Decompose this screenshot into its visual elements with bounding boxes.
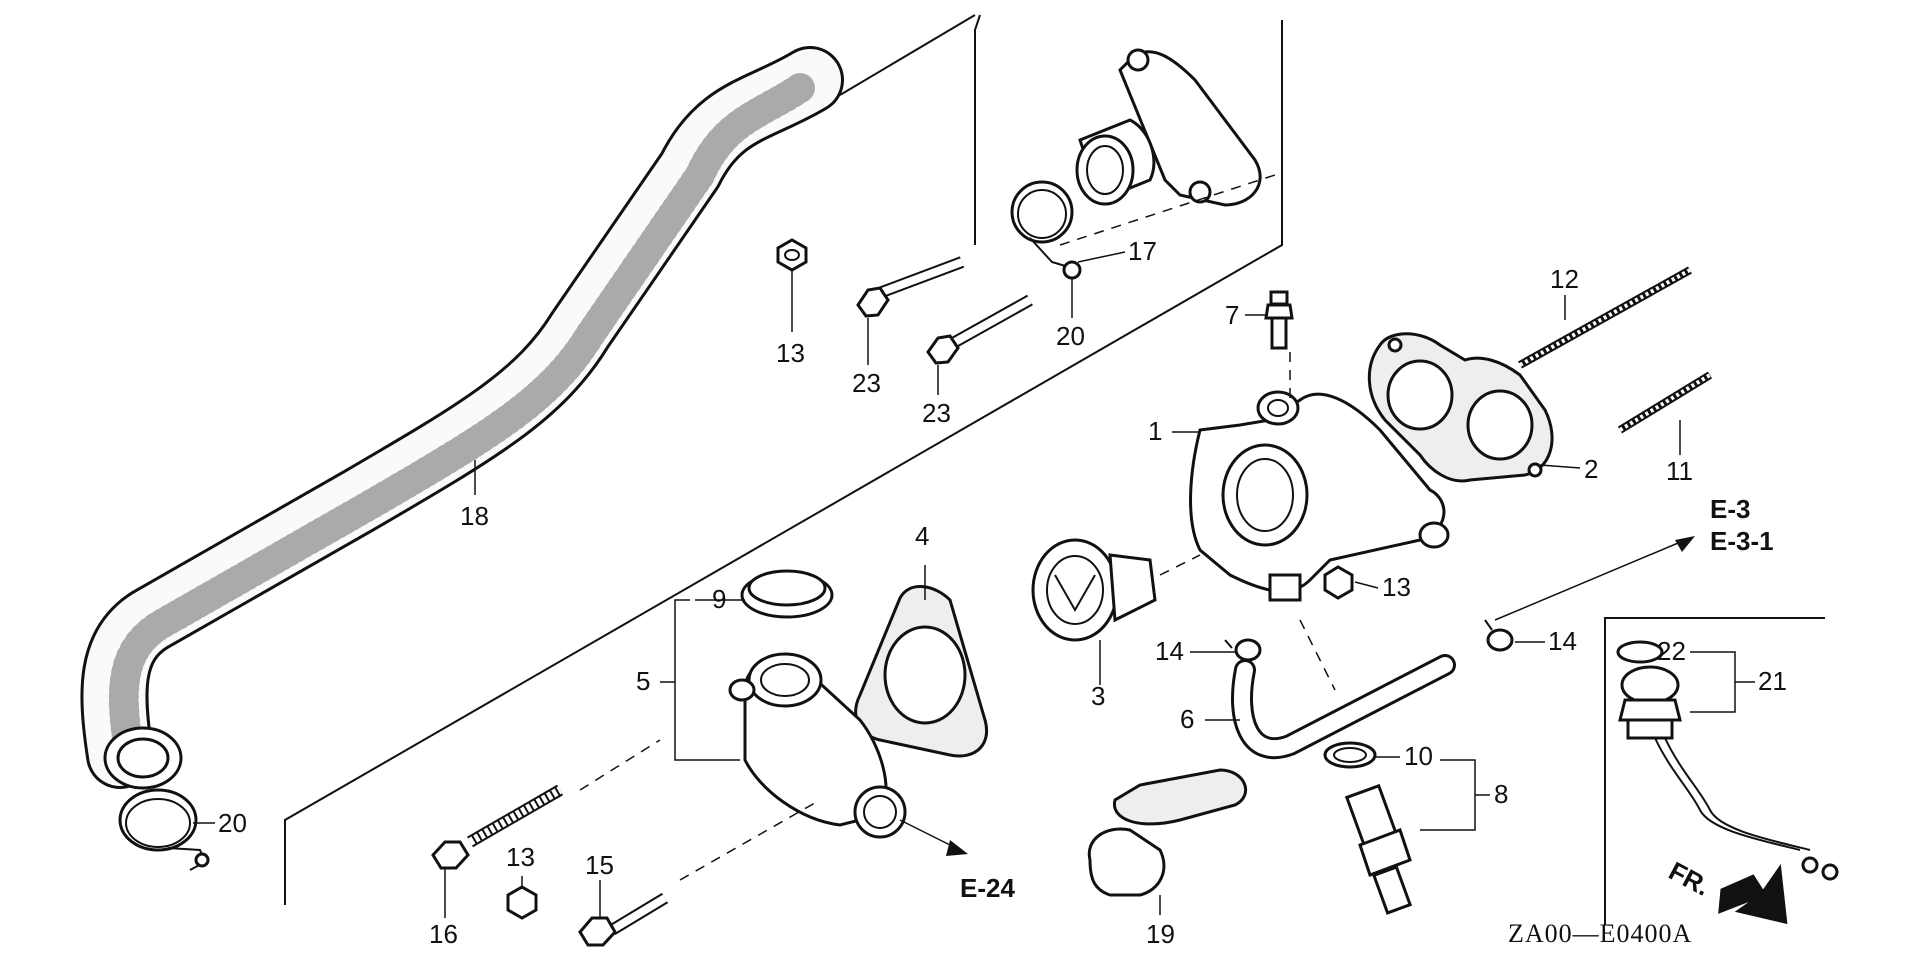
ref-e3-1: E-3-1 xyxy=(1710,526,1774,556)
gasket-2[interactable] xyxy=(1367,332,1554,483)
callout-4: 4 xyxy=(915,521,929,551)
callout-5: 5 xyxy=(636,666,650,696)
callout-10: 10 xyxy=(1404,741,1433,771)
assembly-guides xyxy=(579,174,1336,881)
bleed-bolt-7[interactable] xyxy=(1264,290,1294,350)
nut-13-right[interactable] xyxy=(1323,565,1354,600)
callout-13-bottom: 13 xyxy=(506,842,535,872)
front-label: FR. xyxy=(1664,856,1715,902)
bolt-15[interactable] xyxy=(578,892,669,947)
inset-frame xyxy=(1604,617,1825,925)
leader-lines xyxy=(193,251,1755,918)
callout-14-right: 14 xyxy=(1548,626,1577,656)
ref-e3: E-3 xyxy=(1710,494,1750,524)
callout-11: 11 xyxy=(1666,456,1693,486)
front-arrow-icon xyxy=(1718,864,1788,925)
stud-11[interactable] xyxy=(1617,371,1713,434)
callout-6: 6 xyxy=(1180,704,1194,734)
callout-13-right: 13 xyxy=(1382,572,1411,602)
water-inlet-5[interactable] xyxy=(728,652,907,839)
boot-19[interactable] xyxy=(1087,768,1248,897)
thermostat-housing-1[interactable] xyxy=(1189,390,1450,602)
washer-22[interactable] xyxy=(1616,640,1664,664)
water-outlet-17[interactable] xyxy=(1075,48,1262,207)
callout-8: 8 xyxy=(1494,779,1508,809)
stud-12[interactable] xyxy=(1518,266,1692,369)
hose-18[interactable] xyxy=(80,46,844,790)
reference-labels: E-3 E-3-1 E-24 xyxy=(960,494,1774,903)
callout-9: 9 xyxy=(712,584,726,614)
callout-18: 18 xyxy=(460,501,489,531)
clip-14-right[interactable] xyxy=(1484,619,1514,652)
callout-20-bottom: 20 xyxy=(218,808,247,838)
drawing-code: ZA00—E0400A xyxy=(1508,919,1692,948)
callout-21: 21 xyxy=(1758,666,1787,696)
bolt-23-lower[interactable] xyxy=(926,294,1033,365)
arrow-e24 xyxy=(899,819,968,856)
hose-clamp-20[interactable] xyxy=(118,788,210,871)
callout-14-left: 14 xyxy=(1155,636,1184,666)
washer-10[interactable] xyxy=(1323,741,1377,769)
ref-e24: E-24 xyxy=(960,873,1015,903)
sensor-21[interactable] xyxy=(1618,665,1839,881)
temp-sensor-8[interactable] xyxy=(1344,783,1413,915)
callout-2: 2 xyxy=(1584,454,1598,484)
bolt-16[interactable] xyxy=(431,784,564,870)
filler-cap-9[interactable] xyxy=(740,569,834,619)
hose-clamp-20-top[interactable] xyxy=(1010,180,1082,280)
callout-3: 3 xyxy=(1091,681,1105,711)
callout-15: 15 xyxy=(585,850,614,880)
small-hose-6[interactable] xyxy=(1231,654,1456,760)
callout-7: 7 xyxy=(1225,300,1239,330)
arrow-e3 xyxy=(1494,536,1695,621)
callout-22: 22 xyxy=(1657,636,1686,666)
gasket-4[interactable] xyxy=(854,584,988,758)
callout-23-lower: 23 xyxy=(922,398,951,428)
callout-20-top: 20 xyxy=(1056,321,1085,351)
assembly-frame xyxy=(284,14,1283,905)
callouts: 1 2 3 4 5 6 7 8 9 10 11 12 13 13 13 14 1… xyxy=(218,236,1787,949)
callout-19: 19 xyxy=(1146,919,1175,949)
clip-14-left[interactable] xyxy=(1224,638,1262,662)
nut-13-bottom[interactable] xyxy=(506,885,538,920)
callout-13-top: 13 xyxy=(776,338,805,368)
callout-17: 17 xyxy=(1128,236,1157,266)
thermostat-3[interactable] xyxy=(1031,538,1157,642)
callout-12: 12 xyxy=(1550,264,1579,294)
callout-23-upper: 23 xyxy=(852,368,881,398)
bolt-23-upper[interactable] xyxy=(856,256,965,318)
nut-13-top[interactable] xyxy=(776,238,808,272)
callout-16: 16 xyxy=(429,919,458,949)
callout-1: 1 xyxy=(1148,416,1162,446)
